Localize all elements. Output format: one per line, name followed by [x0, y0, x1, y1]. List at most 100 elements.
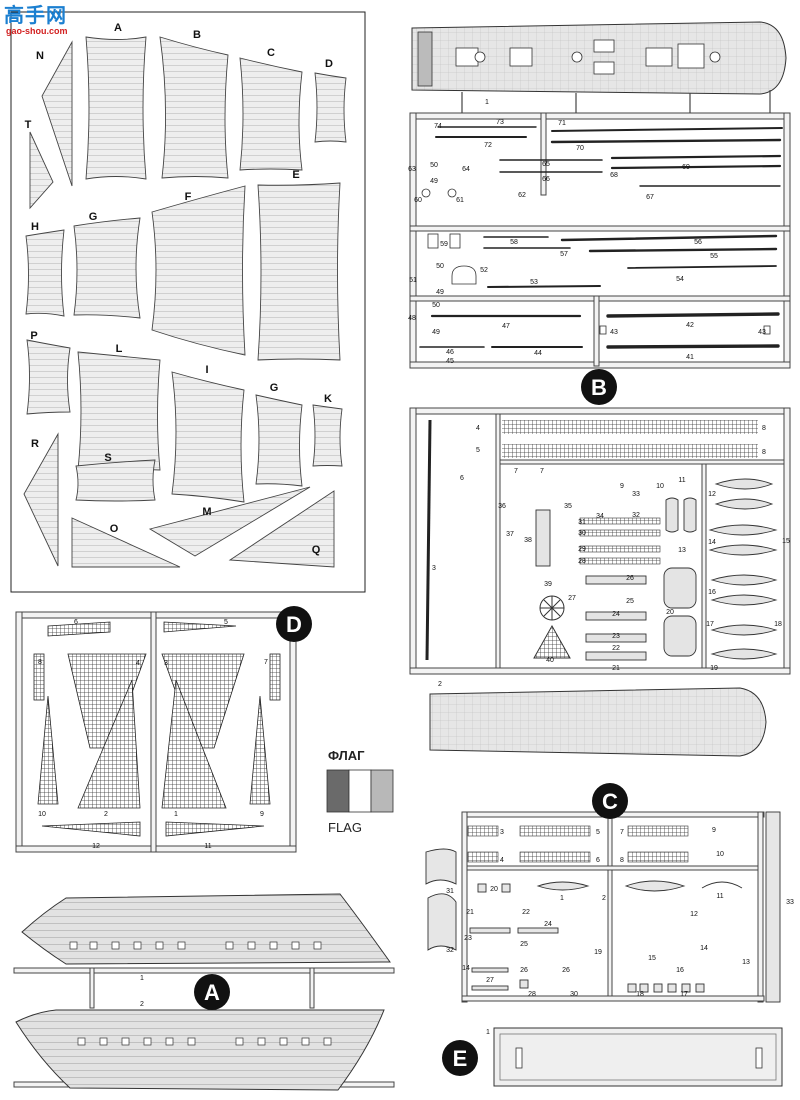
sail-label: G: [270, 382, 279, 394]
part-number: 3: [164, 660, 168, 667]
part-number: 7: [540, 468, 544, 475]
part-number: 8: [762, 449, 766, 456]
part-number: 18: [774, 621, 782, 628]
part-number: 60: [414, 197, 422, 204]
sail-label: E: [292, 169, 299, 181]
sail-d: [314, 72, 347, 143]
part-number: 25: [626, 598, 634, 605]
sail-i: [171, 371, 245, 503]
sail-label: G: [89, 211, 98, 223]
base-plate: [493, 1027, 783, 1087]
part-number: 10: [716, 851, 724, 858]
part-number: 11: [716, 893, 723, 900]
sail-label: P: [30, 330, 37, 342]
sail-labels: A B C D N T H G F E P L I G K R S O M Q: [25, 22, 333, 556]
part-number: 9: [712, 827, 716, 834]
part-number: 49: [436, 289, 444, 296]
sails-sheet: A B C D N T H G F E P L I G K R S O M Q: [10, 11, 366, 593]
part-number: 36: [498, 503, 506, 510]
sail-a: [85, 36, 147, 180]
part-number: 26: [626, 575, 634, 582]
part-number: 29: [578, 546, 586, 553]
sprue-a-badge: [194, 974, 230, 1010]
part-number: 43: [758, 329, 766, 336]
sprue-c-small-frame: [409, 407, 791, 675]
part-number: 1: [560, 895, 564, 902]
flag-title-ru: ФЛАГ: [328, 748, 365, 763]
part-number: 28: [528, 991, 536, 998]
sprue-c-frame: [461, 811, 765, 1003]
sail-r: [23, 432, 59, 567]
sprue-e-badge: [442, 1040, 478, 1076]
part-number: 6: [596, 857, 600, 864]
flag-stripe-1: [326, 769, 350, 813]
sail-n: [41, 40, 73, 187]
part-number: 59: [440, 241, 448, 248]
part-number: 40: [546, 657, 554, 664]
part-number: 3: [500, 829, 504, 836]
sail-p: [26, 339, 71, 415]
part-number: 46: [446, 349, 454, 356]
part-number: 45: [446, 358, 454, 365]
part-number: 8: [620, 857, 624, 864]
part-number: 35: [564, 503, 572, 510]
part-number: 58: [510, 239, 518, 246]
sail-m: [148, 486, 311, 557]
part-number: 28: [578, 558, 586, 565]
sail-label: B: [193, 29, 201, 41]
part-number: 8: [38, 659, 42, 666]
part-number: 57: [560, 251, 568, 258]
sail-s: [75, 459, 156, 502]
part-number: 24: [544, 921, 552, 928]
part-number: 33: [632, 491, 640, 498]
part-number: 13: [742, 959, 750, 966]
part-number: 10: [656, 483, 664, 490]
sprue-d-badge: [276, 606, 312, 642]
part-number: 20: [490, 886, 498, 893]
wheel-and-rigging: [533, 595, 571, 659]
part-number: 51: [409, 277, 417, 284]
part-number: 1: [486, 1029, 490, 1036]
sail-o: [71, 517, 181, 568]
part-number: 24: [612, 611, 620, 618]
part-number: 21: [466, 909, 474, 916]
part-number: 2: [140, 1001, 144, 1008]
sail-label: K: [324, 393, 332, 405]
part-number: 8: [762, 425, 766, 432]
gun-carriages: [579, 517, 661, 565]
part-number: 55: [710, 253, 718, 260]
part-number: 16: [676, 967, 684, 974]
sprue-e: 1 E: [442, 1027, 783, 1087]
sail-h: [25, 229, 65, 317]
sail-label: I: [205, 364, 208, 376]
part-number: 38: [524, 537, 532, 544]
part-number: 6: [460, 475, 464, 482]
part-number: 12: [690, 911, 698, 918]
part-number: 4: [476, 425, 480, 432]
part-number: 1: [485, 99, 489, 106]
sprue-b-frame: [409, 112, 791, 369]
part-number: 9: [620, 483, 624, 490]
sail-label: O: [110, 523, 119, 535]
part-number: 37: [506, 531, 514, 538]
sail-label: R: [31, 438, 39, 450]
sail-c: [239, 57, 303, 171]
part-number: 9: [260, 811, 264, 818]
part-number: 4: [136, 660, 140, 667]
part-number: 43: [610, 329, 618, 336]
sprue-c: C 3 5 7 9 4 6 8 10 31 20 1 2 11 21 22 12…: [425, 783, 794, 1003]
part-number: 12: [708, 491, 716, 498]
part-number: 65: [542, 161, 550, 168]
sail-label: F: [185, 191, 192, 203]
part-number: 53: [530, 279, 538, 286]
part-number: 72: [484, 142, 492, 149]
part-number: 52: [480, 267, 488, 274]
part-number: 66: [542, 176, 550, 183]
part-number: 11: [204, 843, 211, 850]
part-number: 44: [534, 350, 542, 357]
spars: [419, 126, 783, 349]
small-parts-b: [421, 188, 771, 335]
part-number: 22: [522, 909, 530, 916]
site-watermark: 高手网 gao-shou.com: [4, 4, 76, 40]
part-number: 1: [174, 811, 178, 818]
